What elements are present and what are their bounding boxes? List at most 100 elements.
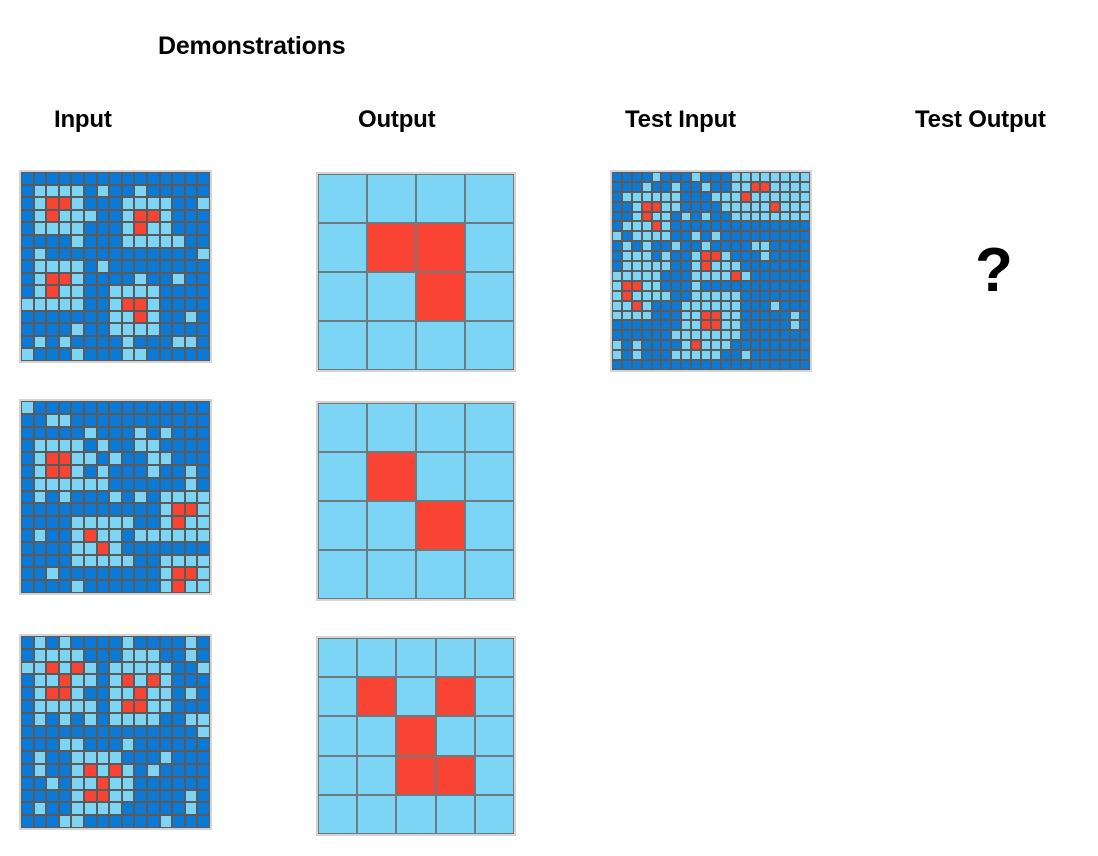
grid-cell[interactable] bbox=[790, 172, 801, 182]
grid-cell[interactable] bbox=[71, 401, 84, 414]
grid-cell[interactable] bbox=[109, 413, 122, 427]
grid-cell[interactable] bbox=[730, 211, 741, 222]
grid-cell[interactable] bbox=[134, 789, 147, 803]
grid-cell[interactable] bbox=[58, 235, 72, 248]
grid-cell[interactable] bbox=[172, 452, 185, 465]
grid-cell[interactable] bbox=[21, 197, 34, 210]
grid-cell[interactable] bbox=[71, 197, 84, 210]
grid-cell[interactable] bbox=[159, 465, 173, 478]
grid-cell[interactable] bbox=[750, 211, 761, 222]
grid-cell[interactable] bbox=[357, 755, 397, 795]
grid-cell[interactable] bbox=[701, 221, 711, 232]
grid-cell[interactable] bbox=[651, 261, 662, 271]
grid-cell[interactable] bbox=[661, 221, 672, 232]
grid-cell[interactable] bbox=[21, 310, 34, 324]
grid-cell[interactable] bbox=[134, 285, 147, 298]
grid-cell[interactable] bbox=[184, 439, 198, 453]
grid-cell[interactable] bbox=[197, 272, 210, 286]
grid-cell[interactable] bbox=[612, 172, 622, 182]
grid-cell[interactable] bbox=[641, 270, 652, 281]
grid-cell[interactable] bbox=[701, 270, 711, 281]
grid-cell[interactable] bbox=[612, 201, 622, 212]
grid-cell[interactable] bbox=[84, 580, 97, 593]
grid-cell[interactable] bbox=[184, 789, 198, 803]
grid-cell[interactable] bbox=[800, 251, 810, 262]
grid-cell[interactable] bbox=[172, 335, 185, 349]
grid-cell[interactable] bbox=[109, 503, 122, 517]
grid-cell[interactable] bbox=[33, 648, 47, 662]
grid-cell[interactable] bbox=[612, 211, 622, 222]
grid-cell[interactable] bbox=[109, 815, 122, 828]
grid-cell[interactable] bbox=[21, 789, 34, 803]
grid-cell[interactable] bbox=[760, 320, 771, 331]
grid-cell[interactable] bbox=[21, 648, 34, 662]
grid-cell[interactable] bbox=[58, 687, 72, 700]
grid-cell[interactable] bbox=[96, 310, 110, 324]
grid-cell[interactable] bbox=[147, 260, 160, 273]
grid-cell[interactable] bbox=[147, 648, 160, 662]
grid-cell[interactable] bbox=[172, 529, 185, 542]
grid-cell[interactable] bbox=[710, 181, 721, 192]
grid-cell[interactable] bbox=[58, 776, 72, 790]
grid-cell[interactable] bbox=[691, 261, 702, 271]
grid-cell[interactable] bbox=[172, 235, 185, 248]
grid-cell[interactable] bbox=[96, 348, 110, 361]
grid-cell[interactable] bbox=[780, 221, 791, 232]
grid-cell[interactable] bbox=[661, 300, 672, 311]
grid-cell[interactable] bbox=[691, 201, 702, 212]
grid-cell[interactable] bbox=[71, 310, 84, 324]
grid-cell[interactable] bbox=[612, 280, 622, 291]
grid-cell[interactable] bbox=[21, 687, 34, 700]
grid-cell[interactable] bbox=[720, 340, 731, 351]
grid-cell[interactable] bbox=[790, 350, 801, 361]
grid-cell[interactable] bbox=[740, 300, 751, 311]
grid-cell[interactable] bbox=[760, 360, 771, 370]
grid-cell[interactable] bbox=[21, 172, 34, 185]
grid-cell[interactable] bbox=[197, 197, 210, 210]
grid-cell[interactable] bbox=[357, 716, 397, 756]
grid-cell[interactable] bbox=[147, 490, 160, 504]
grid-cell[interactable] bbox=[147, 247, 160, 261]
grid-cell[interactable] bbox=[33, 674, 47, 688]
grid-cell[interactable] bbox=[96, 184, 110, 198]
grid-cell[interactable] bbox=[780, 251, 791, 262]
grid-cell[interactable] bbox=[71, 776, 84, 790]
grid-cell[interactable] bbox=[710, 211, 721, 222]
grid-cell[interactable] bbox=[58, 648, 72, 662]
grid-cell[interactable] bbox=[147, 516, 160, 529]
grid-cell[interactable] bbox=[184, 503, 198, 517]
grid-cell[interactable] bbox=[631, 280, 642, 291]
grid-cell[interactable] bbox=[800, 270, 810, 281]
grid-cell[interactable] bbox=[780, 241, 791, 252]
grid-cell[interactable] bbox=[134, 700, 147, 713]
grid-cell[interactable] bbox=[134, 477, 147, 491]
grid-cell[interactable] bbox=[84, 197, 97, 210]
grid-cell[interactable] bbox=[184, 648, 198, 662]
grid-cell[interactable] bbox=[96, 815, 110, 828]
grid-cell[interactable] bbox=[681, 231, 692, 242]
grid-cell[interactable] bbox=[33, 789, 47, 803]
grid-cell[interactable] bbox=[641, 251, 652, 262]
grid-cell[interactable] bbox=[367, 223, 416, 272]
grid-cell[interactable] bbox=[71, 209, 84, 223]
grid-cell[interactable] bbox=[58, 477, 72, 491]
grid-cell[interactable] bbox=[96, 413, 110, 427]
grid-cell[interactable] bbox=[184, 260, 198, 273]
grid-cell[interactable] bbox=[121, 490, 135, 504]
grid-cell[interactable] bbox=[121, 541, 135, 555]
grid-cell[interactable] bbox=[159, 751, 173, 764]
grid-cell[interactable] bbox=[710, 191, 721, 202]
grid-cell[interactable] bbox=[96, 490, 110, 504]
grid-cell[interactable] bbox=[780, 270, 791, 281]
grid-cell[interactable] bbox=[760, 330, 771, 341]
grid-cell[interactable] bbox=[109, 490, 122, 504]
grid-cell[interactable] bbox=[121, 272, 135, 286]
grid-cell[interactable] bbox=[96, 272, 110, 286]
grid-cell[interactable] bbox=[720, 320, 731, 331]
grid-cell[interactable] bbox=[46, 285, 59, 298]
grid-cell[interactable] bbox=[46, 197, 59, 210]
grid-cell[interactable] bbox=[84, 700, 97, 713]
grid-cell[interactable] bbox=[134, 490, 147, 504]
grid-cell[interactable] bbox=[84, 674, 97, 688]
grid-cell[interactable] bbox=[121, 700, 135, 713]
